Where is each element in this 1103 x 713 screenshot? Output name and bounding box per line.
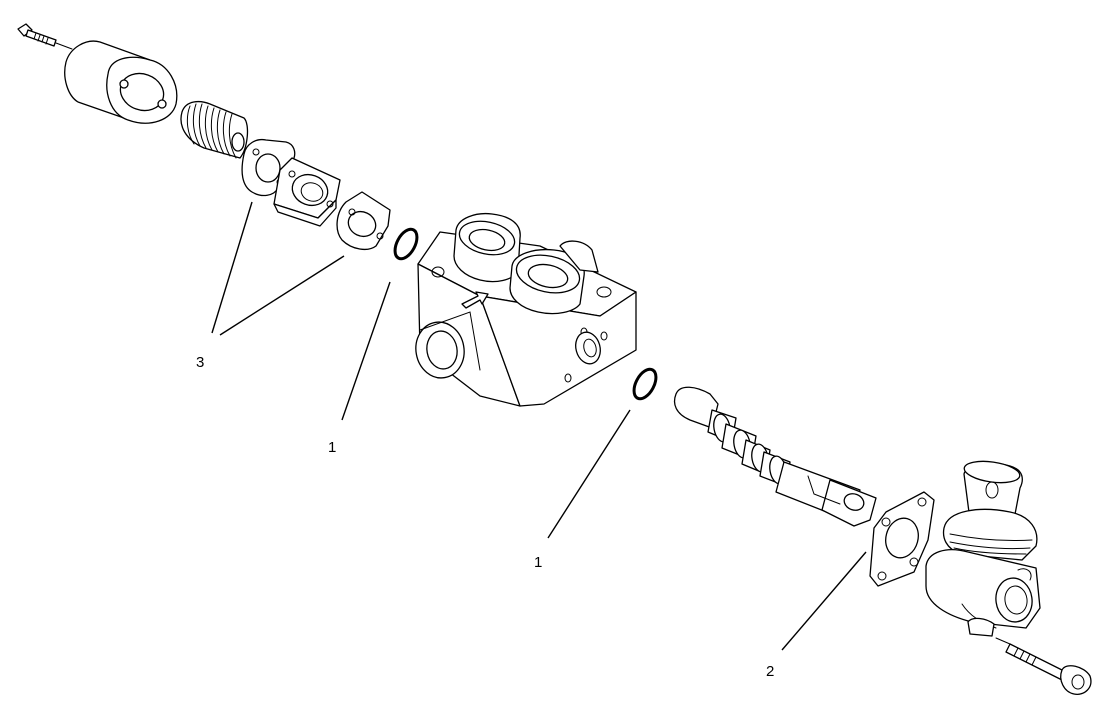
spring-cap-housing	[64, 40, 178, 124]
valve-body	[415, 212, 637, 407]
leader-oring-right	[547, 409, 631, 539]
o-ring-left	[393, 227, 419, 261]
gasket	[869, 491, 935, 587]
leader-gasket	[781, 551, 867, 651]
callout-oring-right: 1	[534, 554, 542, 571]
cap-screw-top-left	[17, 23, 73, 50]
spool	[673, 386, 877, 527]
callout-oring-left: 1	[328, 439, 336, 456]
leader-lines	[211, 201, 867, 651]
callout-seal-kit: 3	[196, 354, 204, 371]
cap-screw-bottom-right	[995, 637, 1092, 695]
leader-seal-kit-b	[219, 255, 345, 336]
leader-seal-kit-a	[211, 201, 253, 334]
seal-gasket-1	[241, 138, 296, 197]
spring	[180, 100, 249, 159]
seal-gasket-2	[336, 191, 391, 251]
callout-gasket: 2	[766, 663, 774, 680]
leader-oring-left	[341, 281, 391, 421]
lever-bracket	[925, 460, 1041, 637]
spacer-plate	[273, 157, 341, 227]
o-ring-right	[632, 367, 658, 401]
